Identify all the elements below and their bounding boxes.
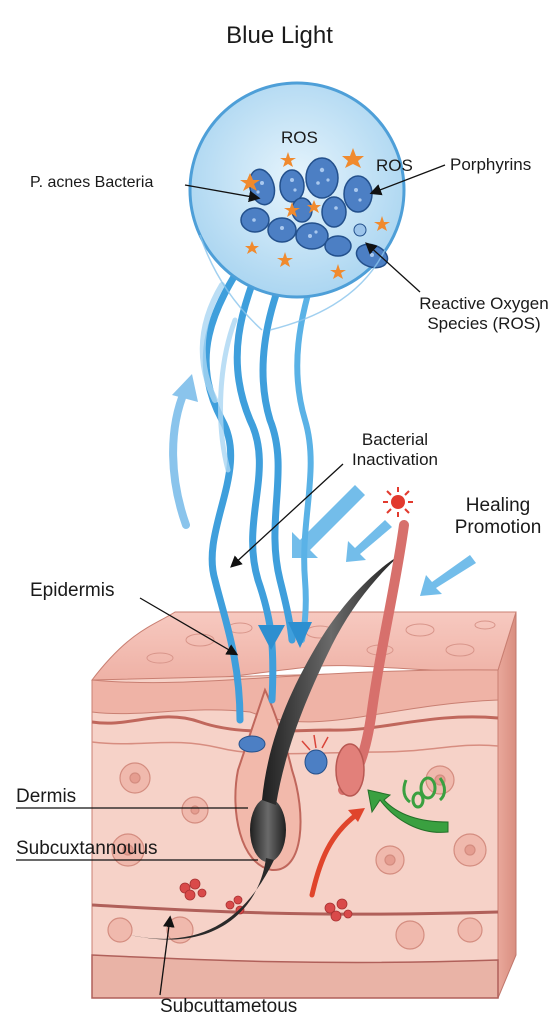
incoming-light-arrows [292, 485, 476, 596]
ros-burst-icon [383, 487, 413, 517]
hair-bulb [250, 798, 286, 862]
healing-arrow [367, 789, 449, 833]
reactive-oxygen-label: Reactive Oxygen Species (ROS) [412, 294, 556, 333]
sebaceous-gland [335, 743, 365, 797]
skin-block [91, 520, 517, 999]
light-arrowhead-2 [288, 622, 312, 648]
bottom-band [91, 954, 499, 999]
light-arrowhead-1 [258, 625, 285, 650]
follicle-bacterium [238, 735, 266, 753]
p-acnes-label: P. acnes Bacteria [30, 174, 154, 191]
reactive-oxygen-line-1: Reactive Oxygen [419, 294, 549, 313]
magnified-view [188, 81, 406, 331]
blood-cell-clusters [179, 878, 353, 922]
ros-label-2: ROS [376, 156, 413, 175]
reflected-light-arrow [169, 386, 190, 529]
ros-stars [240, 148, 390, 279]
healing-promotion-label: Healing Promotion [438, 495, 558, 539]
healing-promotion-line-2: Promotion [454, 516, 542, 538]
porphyrins-label: Porphyrins [450, 155, 532, 174]
reactive-oxygen-line-2: Species (ROS) [427, 313, 541, 333]
blue-light-streams [199, 248, 321, 724]
subcuxtannouus-label: Subcuxtannouus [16, 838, 158, 859]
dermis-label: Dermis [16, 786, 77, 807]
blood-flow-arrow [309, 812, 359, 898]
skin-block-side-face [497, 611, 517, 999]
leader-lines [16, 164, 446, 996]
bacterial-inactivation-line-2: Inactivation [352, 449, 438, 469]
hair-shaft [262, 555, 400, 805]
ros-label-1: ROS [281, 128, 318, 147]
diagram-title: Blue Light [226, 22, 333, 49]
porphyrin-particle [353, 223, 367, 237]
subcutaneous-boundary [91, 903, 499, 916]
bacterial-inactivation-label: Bacterial Inactivation [340, 430, 450, 469]
inactivated-bacterium [304, 749, 328, 775]
epidermis-label: Epidermis [30, 580, 115, 601]
ros-burst-small [301, 734, 329, 751]
healing-promotion-line-1: Healing [465, 495, 531, 516]
bacterial-inactivation-line-1: Bacterial [361, 430, 429, 449]
healing-cells-icon [402, 776, 446, 809]
subcuttametous-label: Subcuttametous [160, 996, 298, 1017]
